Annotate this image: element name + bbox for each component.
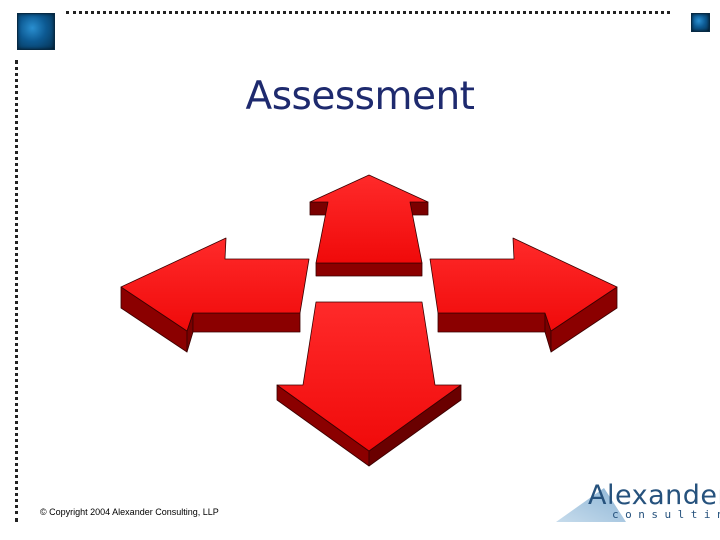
company-logo: Alexander consulting	[556, 478, 720, 528]
logo-triangle-icon	[556, 488, 626, 522]
dotted-line-left	[15, 60, 18, 522]
arrow-left-icon	[120, 237, 310, 353]
copyright-notice: © Copyright 2004 Alexander Consulting, L…	[40, 507, 219, 517]
arrow-right-icon	[429, 237, 618, 353]
corner-square-top-right	[691, 13, 710, 32]
slide-title: Assessment	[245, 74, 475, 119]
arrow-down-icon	[276, 301, 462, 467]
corner-square-top-left	[17, 13, 55, 50]
arrow-up-icon	[309, 174, 429, 277]
dotted-line-top	[66, 11, 670, 14]
logo-wordmark: Alexander	[588, 480, 720, 511]
logo-tagline: consulting	[612, 508, 720, 521]
